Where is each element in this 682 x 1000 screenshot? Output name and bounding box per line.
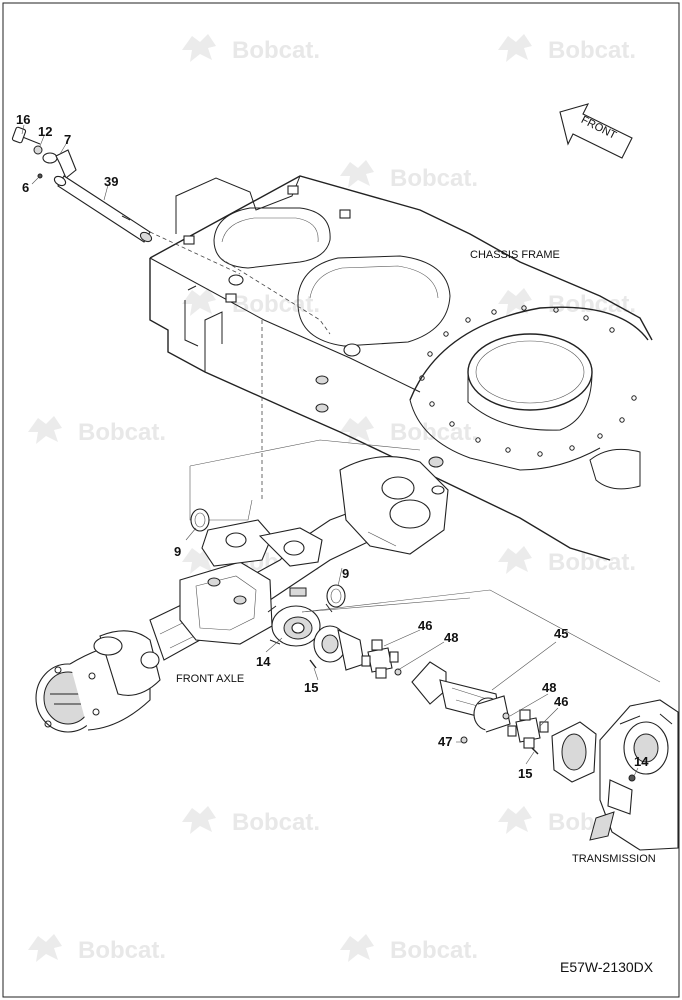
callout-47: 47 xyxy=(438,734,452,749)
callout-6: 6 xyxy=(22,180,29,195)
callout-45: 45 xyxy=(554,626,568,641)
callout-14-transmission: 14 xyxy=(634,754,649,769)
callout-46-rear: 46 xyxy=(554,694,568,709)
watermark-text: Bobcat. xyxy=(232,291,320,318)
watermark-text: Bobcat. xyxy=(390,165,478,192)
bobcat-logo-icon xyxy=(182,34,216,62)
callout-9-right: 9 xyxy=(342,566,349,581)
bobcat-logo-icon xyxy=(498,546,532,574)
bobcat-logo-icon xyxy=(182,288,216,316)
bobcat-logo-icon xyxy=(182,806,216,834)
chassis-frame xyxy=(149,175,653,561)
propeller-shaft xyxy=(301,589,661,783)
watermark-text: Bobcat. xyxy=(78,937,166,964)
watermark-text: Bobcat. xyxy=(232,37,320,64)
callout-15-front: 15 xyxy=(304,680,318,695)
bobcat-logo-icon xyxy=(28,416,62,444)
transmission-label: TRANSMISSION xyxy=(572,853,656,865)
callout-16: 16 xyxy=(16,112,30,127)
front-arrow-icon: FRONT xyxy=(559,103,633,159)
drawing-code: E57W-2130DX xyxy=(560,959,654,975)
front-axle xyxy=(35,439,449,733)
watermark-text: Bobcat. xyxy=(548,549,636,576)
pivot-pin-assembly xyxy=(11,126,153,243)
callout-12: 12 xyxy=(38,124,52,139)
transmission xyxy=(589,699,679,851)
callout-7: 7 xyxy=(64,132,71,147)
watermark-text: Bobcat. xyxy=(390,419,478,446)
watermark-text: Bobcat. xyxy=(232,809,320,836)
watermark-text: Bobcat. xyxy=(548,291,636,318)
bobcat-logo-icon xyxy=(340,416,374,444)
front-axle-label: FRONT AXLE xyxy=(176,673,244,685)
callout-9-left: 9 xyxy=(174,544,181,559)
bobcat-logo-icon xyxy=(340,160,374,188)
callout-48-front: 48 xyxy=(444,630,458,645)
watermark-text: Bobcat. xyxy=(78,419,166,446)
watermark-text: Bobcat. xyxy=(390,937,478,964)
chassis-frame-label: CHASSIS FRAME xyxy=(470,249,560,261)
watermark-text: Bobcat. xyxy=(548,37,636,64)
callout-46-front: 46 xyxy=(418,618,432,633)
callout-39: 39 xyxy=(104,174,118,189)
callout-48-rear: 48 xyxy=(542,680,556,695)
bobcat-logo-icon xyxy=(498,288,532,316)
callout-15-rear: 15 xyxy=(518,766,532,781)
bobcat-logo-icon xyxy=(28,934,62,962)
callout-14-axle: 14 xyxy=(256,654,271,669)
bobcat-logo-icon xyxy=(340,934,374,962)
watermark-layer: Bobcat. Bobcat. Bobcat. Bobcat. Bobcat. … xyxy=(28,34,636,964)
bobcat-logo-icon xyxy=(498,806,532,834)
bobcat-logo-icon xyxy=(498,34,532,62)
